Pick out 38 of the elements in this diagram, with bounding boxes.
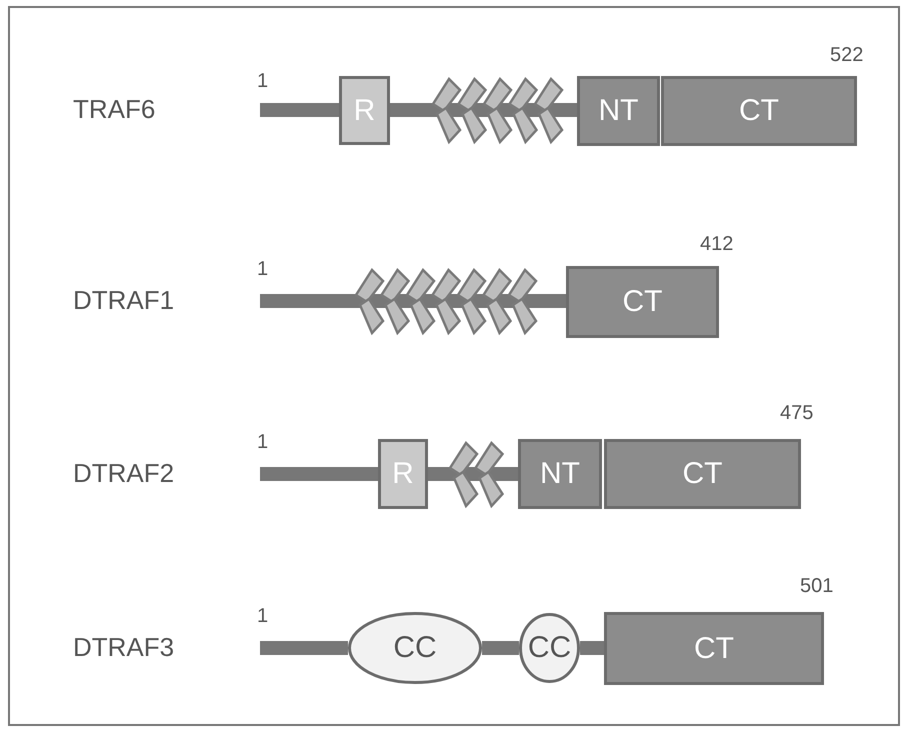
protein-name: DTRAF2 bbox=[73, 458, 174, 489]
domain-box bbox=[339, 76, 390, 145]
domain-box bbox=[566, 266, 719, 338]
protein-backbone bbox=[580, 641, 604, 655]
domain-label: CT bbox=[739, 94, 779, 128]
protein-backbone bbox=[260, 103, 339, 117]
residue-number: 501 bbox=[800, 575, 834, 598]
domain-box bbox=[604, 612, 824, 685]
residue-number: 412 bbox=[700, 233, 734, 256]
domain-box bbox=[604, 439, 801, 509]
domain-label: CT bbox=[682, 457, 722, 491]
residue-number: 475 bbox=[780, 402, 814, 425]
residue-number: 1 bbox=[257, 605, 268, 628]
domain-label: CC bbox=[393, 631, 437, 665]
protein-backbone bbox=[482, 641, 519, 655]
domain-box bbox=[577, 76, 660, 146]
domain-box bbox=[378, 439, 428, 509]
protein-backbone bbox=[260, 467, 378, 481]
domain-label: NT bbox=[540, 457, 580, 491]
domain-label: CT bbox=[694, 632, 734, 666]
domain-box bbox=[661, 76, 857, 146]
protein-backbone bbox=[428, 467, 518, 481]
protein-backbone bbox=[260, 294, 566, 308]
domain-label: CC bbox=[528, 631, 572, 665]
protein-backbone bbox=[260, 641, 348, 655]
residue-number: 1 bbox=[257, 431, 268, 454]
residue-number: 1 bbox=[257, 70, 268, 93]
domain-label: NT bbox=[598, 94, 638, 128]
domain-box bbox=[518, 439, 602, 509]
coiled-coil-oval bbox=[519, 613, 580, 683]
domain-label: CT bbox=[622, 285, 662, 319]
protein-name: TRAF6 bbox=[73, 94, 156, 125]
residue-number: 522 bbox=[830, 44, 864, 67]
coiled-coil-oval bbox=[348, 612, 482, 684]
protein-name: DTRAF1 bbox=[73, 285, 174, 316]
residue-number: 1 bbox=[257, 258, 268, 281]
protein-backbone bbox=[390, 103, 577, 117]
protein-name: DTRAF3 bbox=[73, 632, 174, 663]
